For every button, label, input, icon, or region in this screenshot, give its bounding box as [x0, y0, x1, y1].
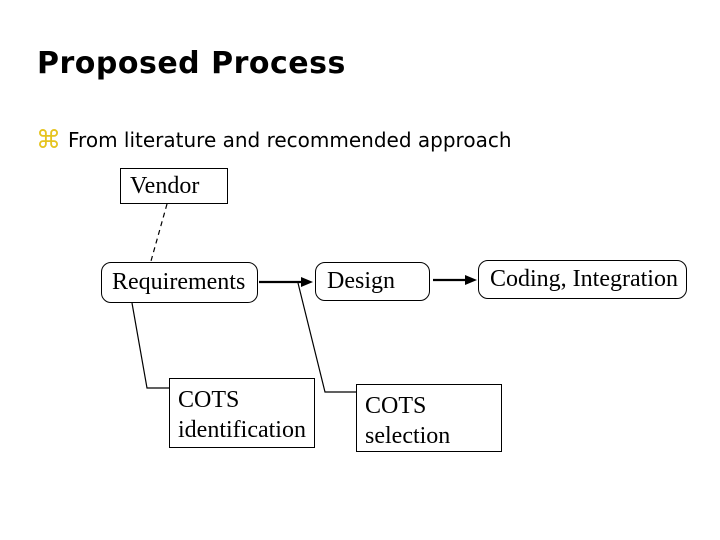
node-requirements-label: Requirements	[112, 269, 246, 295]
slide-title: Proposed Process	[37, 46, 346, 81]
node-vendor: Vendor	[120, 168, 228, 204]
edge-vendor-requirements-dashed-line	[150, 203, 168, 262]
bullet-item: ⌘ From literature and recommended approa…	[36, 127, 512, 153]
node-requirements: Requirements	[101, 262, 258, 303]
node-cots-identification-label: COTS identification	[178, 387, 306, 443]
bullet-marker-icon: ⌘	[36, 125, 61, 154]
node-design: Design	[315, 262, 430, 301]
edge-design-coding-arrowhead-icon	[465, 275, 477, 285]
node-design-label: Design	[327, 268, 395, 294]
node-coding-integration-label: Coding, Integration	[490, 266, 678, 292]
edge-requirements-design-arrowhead-icon	[301, 277, 313, 287]
bullet-text: From literature and recommended approach	[68, 128, 512, 152]
node-cots-identification: COTS identification	[169, 378, 315, 448]
node-cots-selection: COTS selection	[356, 384, 502, 452]
node-cots-selection-label: COTS selection	[365, 393, 451, 449]
edge-requirements-cots-identification-line	[131, 302, 169, 389]
node-vendor-label: Vendor	[130, 172, 200, 199]
node-coding-integration: Coding, Integration	[478, 260, 687, 299]
